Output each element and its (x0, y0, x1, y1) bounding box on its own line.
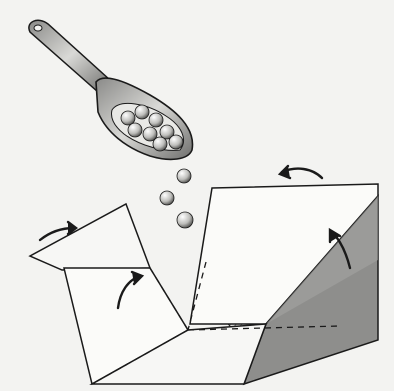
ball-icon (153, 137, 167, 151)
ball-icon (177, 212, 193, 228)
curved-arrow-icon (280, 166, 322, 178)
ball-icon (177, 169, 191, 183)
falling-balls (160, 169, 193, 228)
ball-icon (169, 135, 183, 149)
paper-panel-left-back (30, 204, 150, 270)
ball-icon (135, 105, 149, 119)
ball-icon (160, 191, 174, 205)
ball-icon (149, 113, 163, 127)
ball-icon (128, 123, 142, 137)
ball-icon (121, 111, 135, 125)
